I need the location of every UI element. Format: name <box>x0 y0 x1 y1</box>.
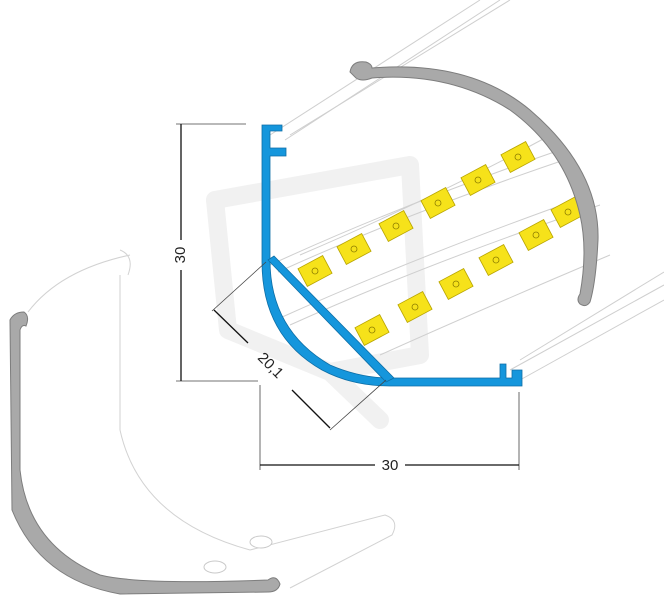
ghost-profile <box>9 249 396 595</box>
height-label: 30 <box>172 247 189 264</box>
led-chip <box>478 244 514 276</box>
led-chip <box>378 210 414 242</box>
aluminium-profile <box>261 124 523 387</box>
width-dimension: 30 <box>259 385 520 474</box>
led-chip <box>460 164 496 196</box>
led-chip <box>354 314 390 346</box>
led-chip <box>500 141 536 173</box>
height-dimension: 30 <box>172 123 258 382</box>
led-chip <box>397 291 433 323</box>
led-chip <box>518 219 554 251</box>
led-chip <box>420 187 456 219</box>
led-chip <box>438 268 474 300</box>
width-label: 30 <box>382 457 399 474</box>
led-chip <box>336 233 372 265</box>
diffuser-cover <box>349 61 599 307</box>
profile-diagonal-strut <box>267 255 395 383</box>
led-strip-lower <box>354 196 586 346</box>
led-strip-upper <box>297 141 536 287</box>
led-chip <box>297 255 333 287</box>
